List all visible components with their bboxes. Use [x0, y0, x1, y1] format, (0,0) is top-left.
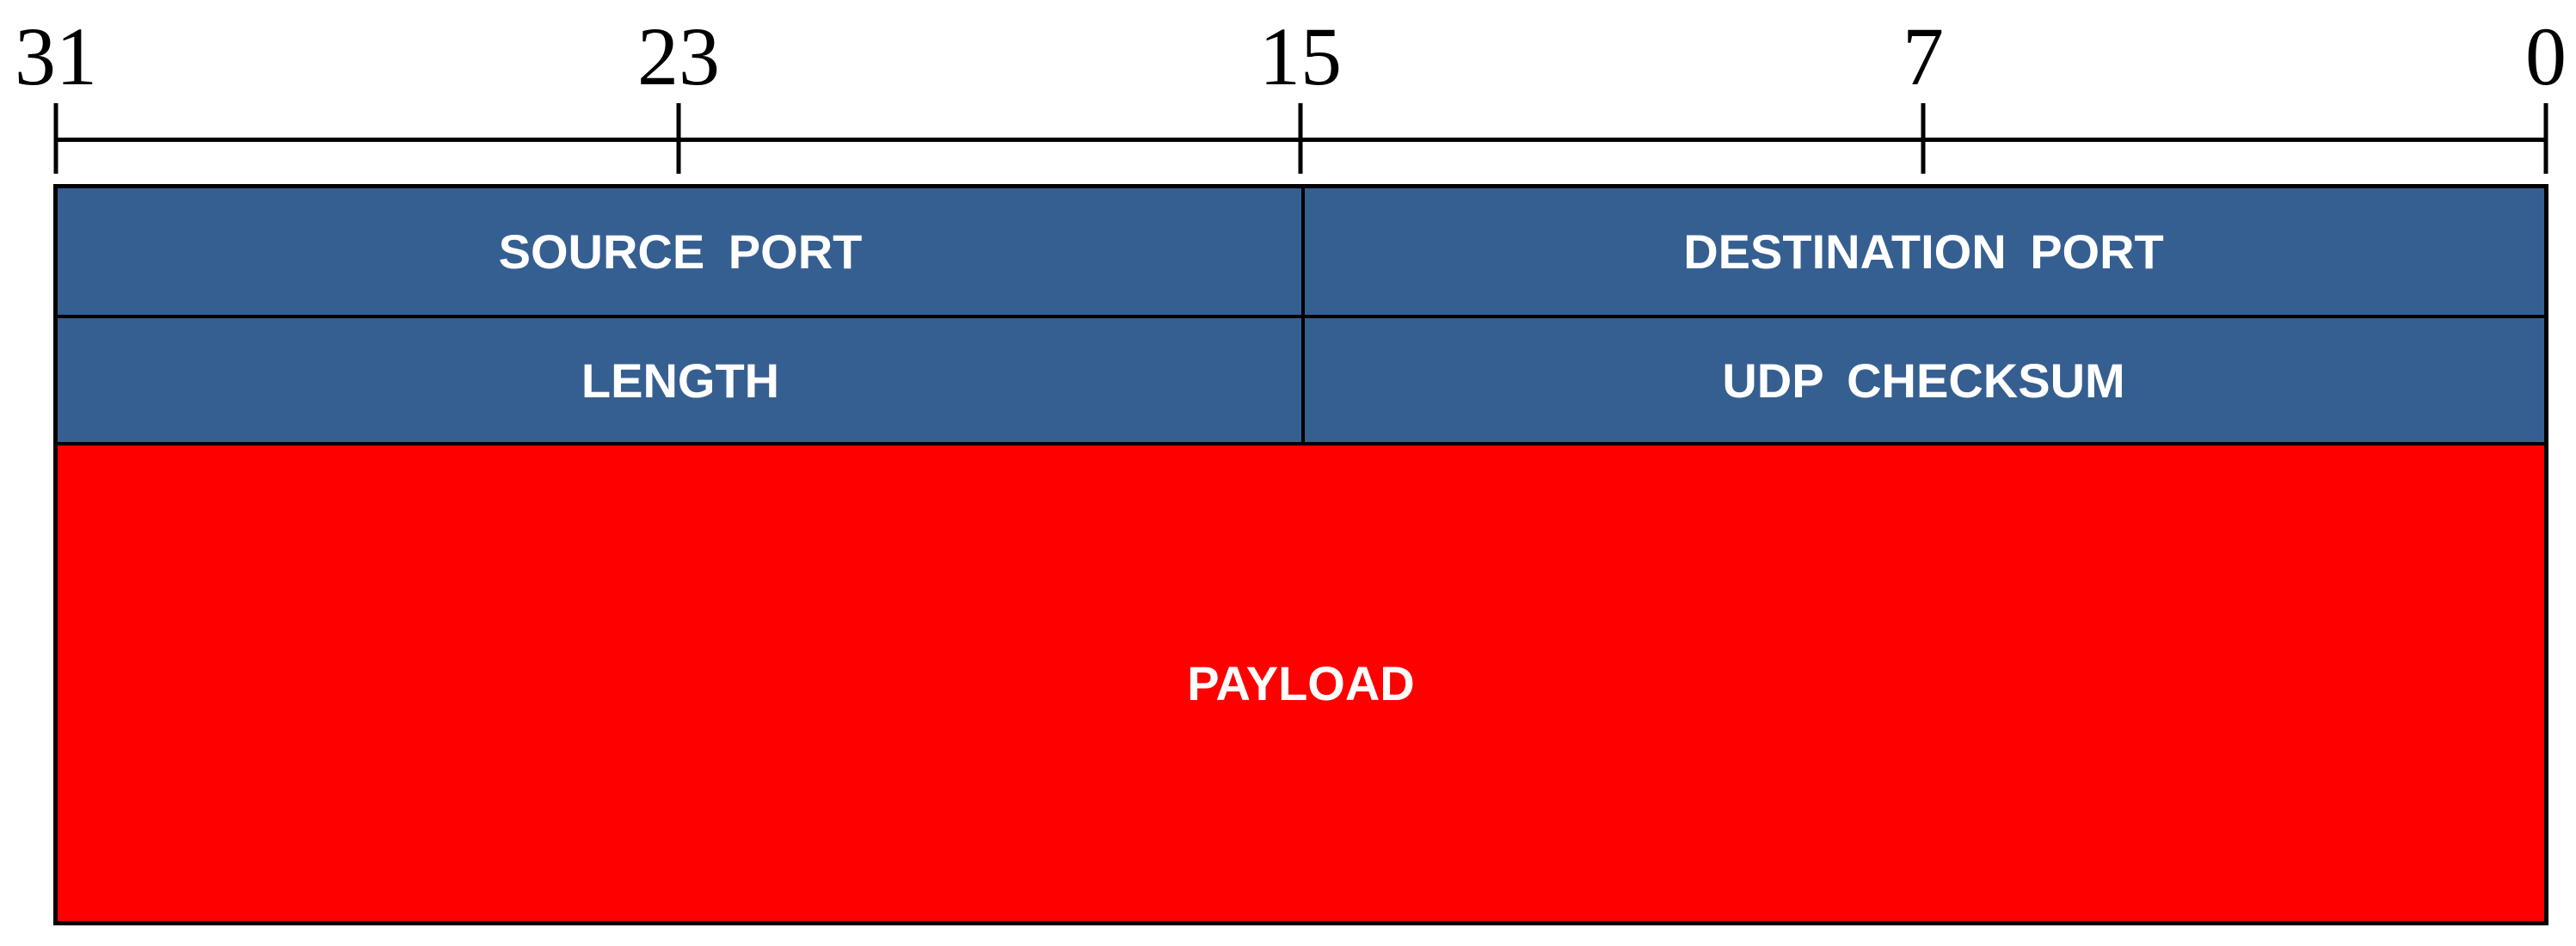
bit-label-23: 23 [637, 10, 720, 102]
row-divider-2 [58, 442, 2544, 445]
udp-checksum-label: UDP CHECKSUM [1722, 353, 2125, 408]
ruler-tick-0 [2543, 103, 2548, 174]
length-field: LENGTH [58, 318, 1303, 442]
payload-field: PAYLOAD [58, 445, 2544, 921]
ruler-tick-31 [53, 103, 58, 174]
ruler-tick-15 [1298, 103, 1303, 174]
bit-label-0: 0 [2525, 10, 2567, 102]
column-divider [1301, 188, 1305, 442]
source-port-field: SOURCE PORT [58, 188, 1303, 315]
row-divider-1 [58, 315, 2544, 318]
bit-label-7: 7 [1903, 10, 1944, 102]
ruler-tick-7 [1921, 103, 1926, 174]
udp-checksum-field: UDP CHECKSUM [1303, 318, 2544, 442]
destination-port-field: DESTINATION PORT [1303, 188, 2544, 315]
ruler-tick-23 [676, 103, 681, 174]
udp-packet-layout: SOURCE PORT DESTINATION PORT LENGTH UDP … [53, 184, 2548, 925]
bit-label-15: 15 [1259, 10, 1342, 102]
source-port-label: SOURCE PORT [498, 224, 863, 279]
destination-port-label: DESTINATION PORT [1683, 224, 2164, 279]
length-label: LENGTH [581, 353, 780, 408]
payload-label: PAYLOAD [1187, 656, 1415, 710]
bit-label-31: 31 [15, 10, 97, 102]
